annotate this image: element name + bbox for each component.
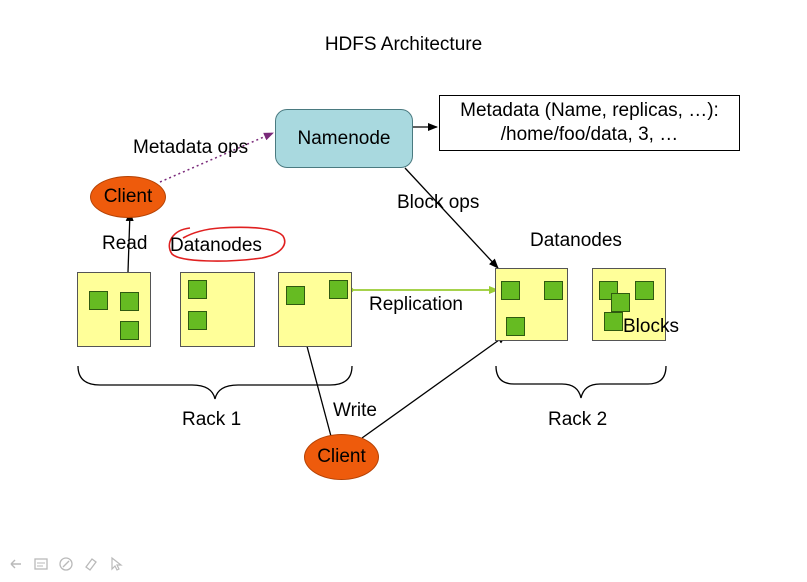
- block: [501, 281, 520, 300]
- rack1-brace: [77, 365, 353, 400]
- datanodes-left-label: Datanodes: [170, 235, 262, 256]
- block: [188, 280, 207, 299]
- metadata-line-1: Metadata (Name, replicas, …):: [460, 100, 719, 121]
- block: [188, 311, 207, 330]
- namenode-box: Namenode: [275, 109, 413, 168]
- block: [635, 281, 654, 300]
- eraser-icon[interactable]: [83, 556, 99, 577]
- rack2-datanode-1: [495, 268, 568, 341]
- slides-icon[interactable]: [33, 556, 49, 577]
- arrow-icon[interactable]: [8, 556, 24, 577]
- block-ops-label: Block ops: [397, 192, 480, 213]
- rack2-label: Rack 2: [548, 409, 608, 430]
- pen-icon[interactable]: [58, 556, 74, 577]
- annotation-circle: [168, 226, 286, 262]
- datanodes-right-label: Datanodes: [530, 230, 622, 251]
- block: [120, 321, 139, 340]
- block: [544, 281, 563, 300]
- rack2-datanode-2: [592, 268, 666, 341]
- pointer-icon[interactable]: [108, 556, 124, 577]
- rack1-datanode-2: [180, 272, 255, 347]
- metadata-ops-label: Metadata ops: [133, 137, 249, 158]
- diagram-title: HDFS Architecture: [324, 34, 483, 55]
- block: [286, 286, 305, 305]
- block: [329, 280, 348, 299]
- rack2-brace: [495, 365, 667, 399]
- block: [611, 293, 630, 312]
- rack1-label: Rack 1: [182, 409, 242, 430]
- blocks-label: Blocks: [623, 316, 679, 337]
- replication-label: Replication: [369, 294, 463, 315]
- write-label: Write: [333, 400, 377, 421]
- metadata-line-2: /home/foo/data, 3, …: [500, 124, 679, 145]
- client-bottom-label: Client: [317, 446, 366, 467]
- metadata-ops-arrow: [159, 132, 274, 183]
- read-label: Read: [102, 233, 148, 254]
- client-top: Client: [90, 176, 166, 218]
- block-ops-arrow: [404, 167, 499, 269]
- block: [604, 312, 623, 331]
- block: [506, 317, 525, 336]
- presentation-toolbar: [8, 556, 124, 577]
- rack1-datanode-1: [77, 272, 151, 347]
- write-rack2-arrow: [361, 334, 507, 439]
- block: [89, 291, 108, 310]
- rack1-datanode-3: [278, 272, 352, 347]
- read-arrow: [125, 211, 134, 273]
- block: [120, 292, 139, 311]
- namenode-label: Namenode: [297, 127, 391, 149]
- client-top-label: Client: [103, 186, 153, 207]
- metadata-box: Metadata (Name, replicas, …): /home/foo/…: [439, 95, 740, 151]
- client-bottom: Client: [304, 434, 379, 480]
